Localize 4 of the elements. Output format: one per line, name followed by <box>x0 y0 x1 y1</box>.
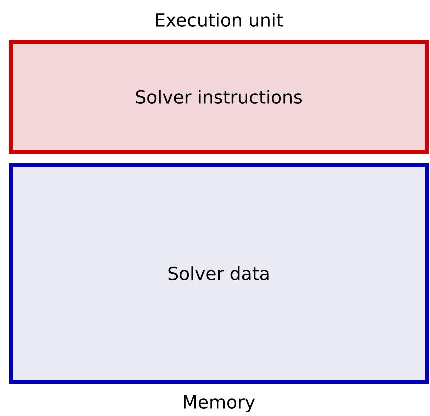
block-heading: Memory <box>184 396 256 412</box>
block-box: Solver instructions <box>9 40 429 154</box>
block-box: Solver data <box>9 163 429 384</box>
block-heading: Execution unit <box>156 13 284 27</box>
